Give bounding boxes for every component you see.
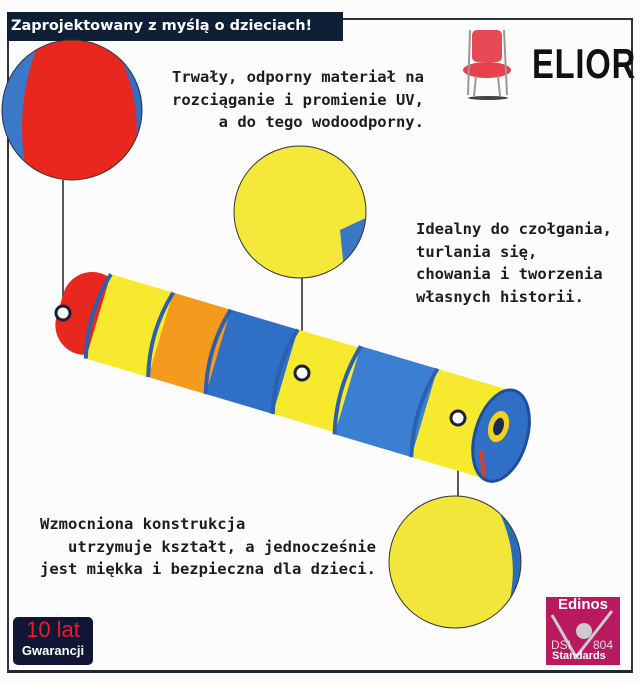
cert-left: DSI [551,638,572,652]
brand-logo: ELIOR [532,40,637,87]
feature-line: Trwały, odporny materiał na [172,68,424,86]
warranty-label: Gwarancji [21,643,85,658]
feature-line: a do tego wodoodporny. [218,113,424,131]
play-tunnel [55,272,531,483]
detail-circle-yellow-top [234,146,366,278]
warranty-years: 10 lat [26,617,80,642]
warranty-badge: 10 lat Gwarancji [13,617,93,665]
chair-logo-icon [463,29,511,100]
feature-line: chowania i tworzenia [416,265,603,283]
marker-dot [293,364,311,382]
feature-line: turlania się, [416,242,538,261]
cert-label: Standards [552,650,606,662]
feature-construction: Wzmocniona konstrukcja utrzymuje kształt… [40,513,376,581]
feature-durability: Trwały, odporny materiał na rozciąganie … [172,66,424,134]
marker-dot [54,304,72,322]
feature-line: jest miękka i bezpieczna dla dzieci. [40,560,376,578]
detail-circle-yellow-bottom [389,496,521,628]
cert-right: 804 [593,638,614,652]
edinos-certification-badge: Edinos DSI 804 Standards [546,596,620,665]
cert-name: Edinos [558,596,609,613]
feature-play: Idealny do czołgania, turlania się, chow… [416,218,612,308]
feature-line: utrzymuje kształt, a jednocześnie [68,537,376,556]
header-title: Zaprojektowany z myślą o dzieciach! [7,12,343,41]
feature-line: Wzmocniona konstrukcja [40,515,246,533]
feature-line: własnych historii. [416,287,584,306]
cert-v-icon [550,610,614,660]
feature-line: rozciąganie i promienie UV, [172,90,424,109]
marker-dot [449,409,467,427]
feature-line: Idealny do czołgania, [416,220,612,238]
detail-circle-red [2,40,142,180]
